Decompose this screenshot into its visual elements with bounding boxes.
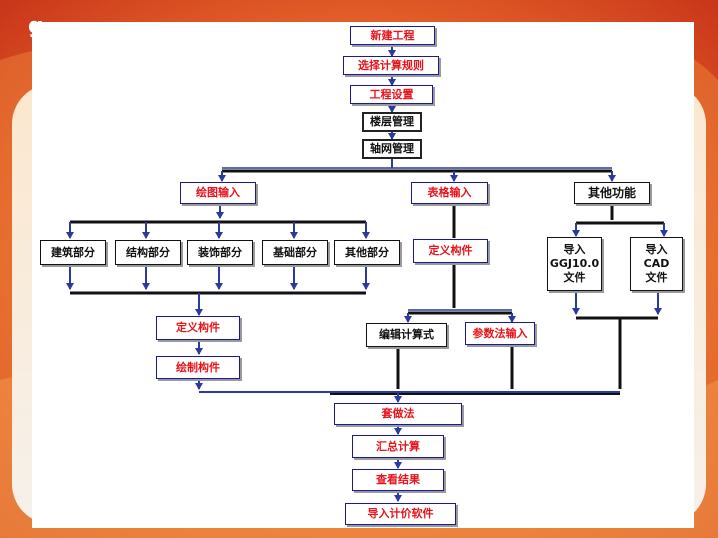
- node-floor-mgmt: 楼层管理: [362, 112, 422, 132]
- node-view-result: 查看结果: [352, 469, 444, 491]
- node-struct-part: 结构部分: [115, 240, 181, 265]
- node-define-component-draw: 定义构件: [156, 316, 240, 340]
- node-other-functions: 其他功能: [574, 182, 650, 204]
- node-select-rules: 选择计算规则: [343, 56, 439, 75]
- node-other-part: 其他部分: [334, 240, 400, 265]
- node-apply-method: 套做法: [334, 403, 462, 425]
- node-drawing-input: 绘图输入: [180, 182, 256, 204]
- node-edit-formula: 编辑计算式: [366, 323, 447, 347]
- node-define-component-table: 定义构件: [413, 239, 488, 263]
- node-draw-component: 绘制构件: [156, 356, 240, 379]
- node-axis-mgmt: 轴网管理: [362, 139, 422, 159]
- node-table-input: 表格输入: [411, 182, 488, 204]
- node-param-input: 参数法输入: [465, 322, 535, 345]
- node-project-settings: 工程设置: [350, 85, 433, 104]
- node-import-pricing: 导入计价软件: [345, 503, 456, 525]
- node-new-project: 新建工程: [350, 26, 435, 45]
- node-import-cad: 导入 CAD 文件: [630, 237, 683, 291]
- node-deco-part: 装饰部分: [187, 240, 253, 265]
- node-arch-part: 建筑部分: [40, 240, 106, 265]
- node-summary-calc: 汇总计算: [352, 435, 444, 458]
- node-foundation-part: 基础部分: [262, 240, 328, 265]
- node-import-ggj: 导入 GGJ10.0 文件: [547, 237, 602, 291]
